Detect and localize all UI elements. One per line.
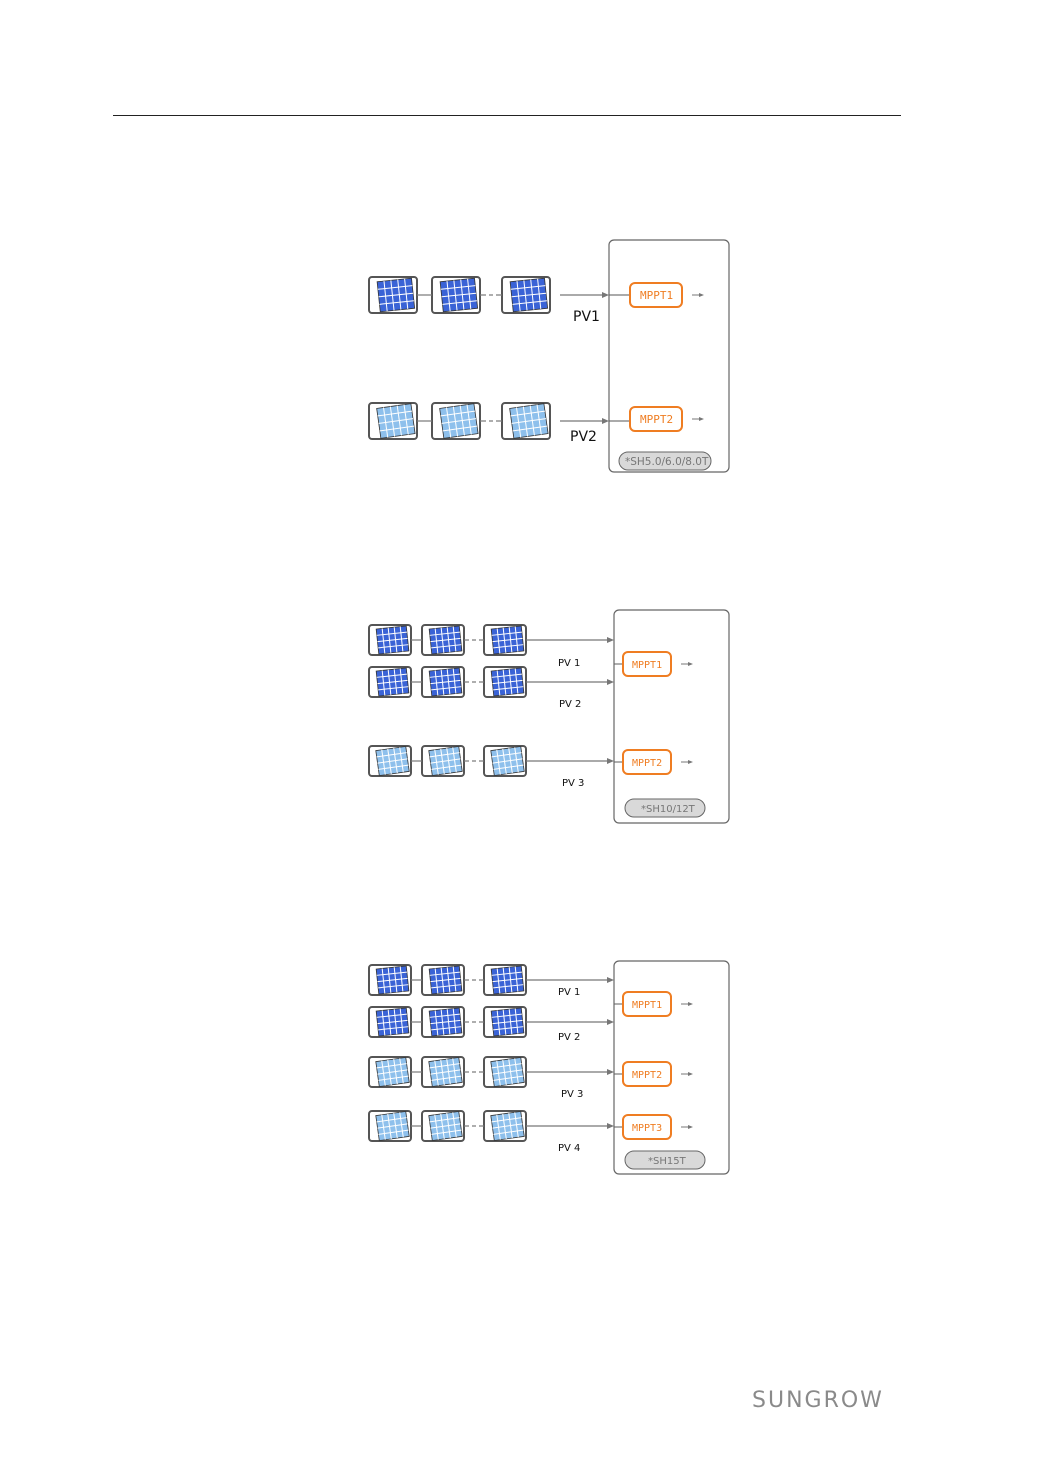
panel-cells [491,1111,524,1140]
panel-cells [491,1008,524,1036]
panel-cells [376,1008,409,1036]
pv-panel-dark [484,1007,526,1037]
sungrow-logo: SUNGROW [750,1383,902,1413]
mppt-label: MPPT3 [632,1123,662,1134]
pv-label: PV 3 [561,1089,583,1100]
pv-label: PV 2 [558,1032,580,1043]
pv-label: PV 1 [558,987,580,998]
pv-panel-light [422,1057,464,1087]
panel-cells [429,1111,462,1140]
mppt-label: MPPT1 [632,1000,662,1011]
model-label: *SH15T [648,1156,687,1167]
panel-cells [429,1008,462,1036]
arrow-head [688,1002,693,1006]
pv-panel-light [369,1111,411,1141]
arrow-head [688,1125,693,1129]
arrow-head [688,1072,693,1076]
pv-panel-light [484,1057,526,1087]
pv-panel-dark [369,965,411,995]
logo-text: SUNGROW [752,1388,884,1413]
arrow-head [607,1019,614,1025]
pv-panel-light [369,1057,411,1087]
arrow-head [607,977,614,983]
arrow-head [607,1069,614,1075]
panel-cells [491,966,524,994]
panel-cells [376,1111,409,1140]
pv-panel-light [484,1111,526,1141]
panel-cells [429,1057,462,1086]
mppt-label: MPPT2 [632,1070,662,1081]
pv-label: PV 4 [558,1143,580,1154]
pv-panel-dark [484,965,526,995]
panel-cells [429,966,462,994]
panel-cells [376,966,409,994]
panel-cells [376,1057,409,1086]
panel-cells [491,1057,524,1086]
pv-panel-dark [422,1007,464,1037]
pv-panel-light [422,1111,464,1141]
wiring-diagram-3: PV 1 PV 2 PV 3 PV 4 *SH15T MPPT1 MPPT2 M… [0,0,1043,1220]
pv-panel-dark [422,965,464,995]
pv-panel-dark [369,1007,411,1037]
arrow-head [607,1123,614,1129]
